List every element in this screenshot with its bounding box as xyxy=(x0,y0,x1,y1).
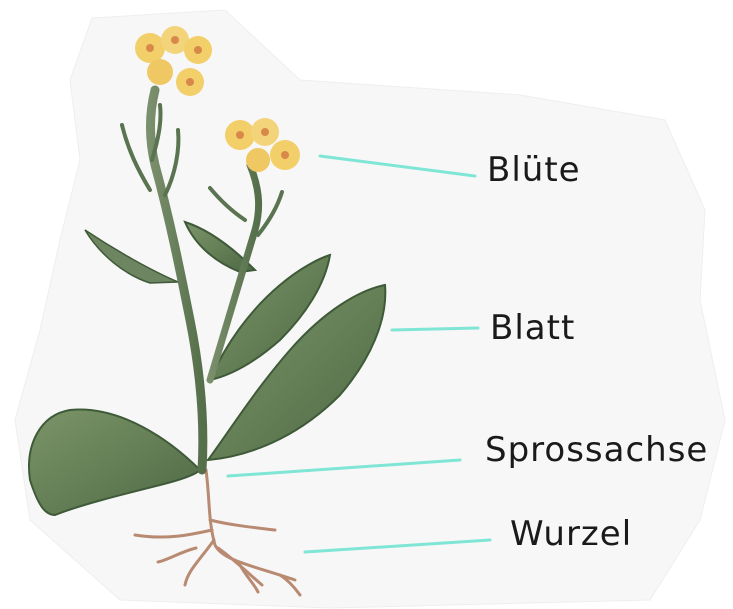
leader-line-blatt xyxy=(392,328,478,330)
label-blatt: Blatt xyxy=(490,308,575,348)
label-wurzel: Wurzel xyxy=(510,514,632,554)
label-bluete: Blüte xyxy=(487,150,581,190)
label-sprossachse: Sprossachse xyxy=(485,430,708,470)
